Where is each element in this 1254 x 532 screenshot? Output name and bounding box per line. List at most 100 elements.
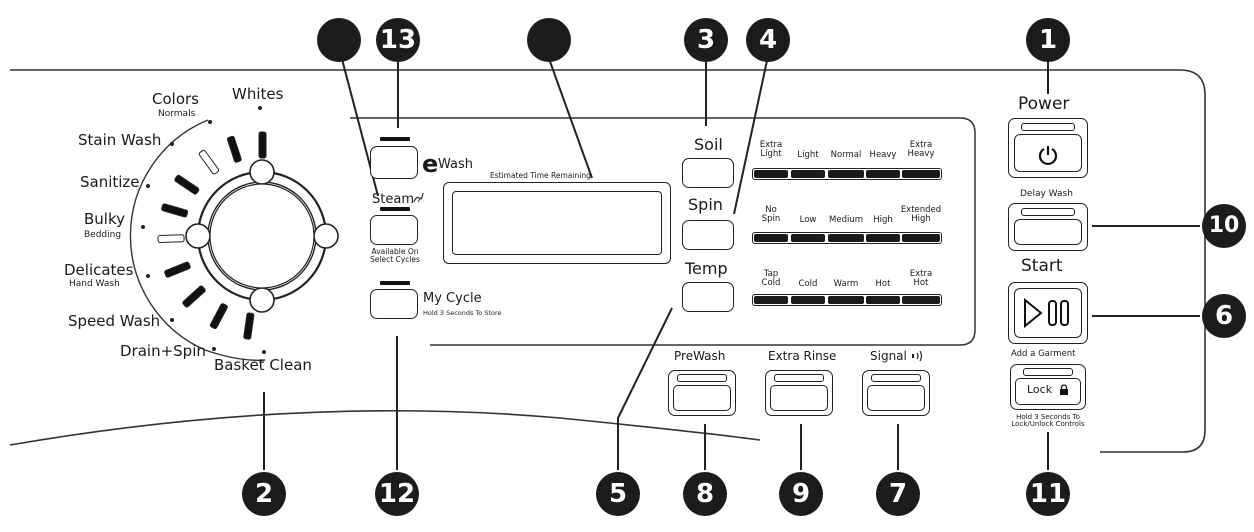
callout-10: 10 (1202, 204, 1246, 248)
temp-level-led (791, 296, 825, 304)
cycle-label-delicates: Delicates (64, 261, 134, 279)
cycle-dot (262, 350, 266, 354)
temp-level-led (902, 296, 940, 304)
temp-button[interactable] (682, 282, 734, 312)
ewash-indicator (380, 137, 410, 141)
prewash-indicator (677, 374, 727, 382)
temp-label: Temp (685, 259, 728, 278)
spin-label: Spin (688, 195, 723, 214)
signal-button[interactable] (862, 370, 930, 416)
cycle-dot (141, 225, 145, 229)
callout-5: 5 (596, 472, 640, 516)
lock-sublabel: Hold 3 Seconds To Lock/Unlock Controls (1011, 413, 1085, 429)
soil-level-bar (752, 168, 942, 180)
extra-rinse-indicator (774, 374, 824, 382)
soil-level-label: Extra Light (759, 140, 783, 159)
spin-level-led (902, 234, 940, 242)
cycle-label-stain-wash: Stain Wash (78, 131, 162, 149)
soil-level-led (754, 170, 788, 178)
callout-11: 11 (1026, 472, 1070, 516)
temp-level-label: Cold (798, 279, 818, 289)
temp-level-led (866, 296, 900, 304)
spin-level-led (754, 234, 788, 242)
soil-label: Soil (694, 135, 723, 154)
temp-level-label: Tap Cold (761, 269, 781, 288)
my-cycle-button[interactable] (370, 289, 418, 319)
add-garment-label: Add a Garment (1011, 349, 1076, 359)
soil-button[interactable] (682, 158, 734, 188)
power-button[interactable] (1008, 118, 1088, 178)
prewash-label: PreWash (674, 349, 726, 363)
extra-rinse-label: Extra Rinse (768, 349, 837, 363)
callout-8: 8 (683, 472, 727, 516)
cycle-label-speed-wash: Speed Wash (68, 312, 161, 330)
sound-icon (912, 350, 923, 362)
callout-2: 2 (242, 472, 286, 516)
spin-level-label: High (873, 215, 893, 225)
delay-wash-indicator (1021, 208, 1075, 216)
ewash-button[interactable] (370, 146, 418, 179)
callout-7: 7 (876, 472, 920, 516)
cycle-dot (146, 184, 150, 188)
cycle-label-colors: Colors (152, 90, 199, 108)
soil-level-label: Heavy (869, 150, 897, 160)
cycle-sublabel-hand-wash: Hand Wash (69, 279, 120, 289)
spin-button[interactable] (682, 220, 734, 250)
display-label: Estimated Time Remaining (490, 171, 591, 180)
cycle-dot (170, 318, 174, 322)
temp-level-label: Extra Hot (909, 269, 933, 288)
steam-icon (413, 192, 424, 203)
power-icon (1038, 146, 1058, 166)
delay-wash-label: Delay Wash (1020, 189, 1073, 199)
cycle-label-bulky: Bulky (84, 210, 125, 228)
cycle-sublabel-normals: Normals (158, 109, 196, 119)
start-pad (1014, 288, 1082, 338)
prewash-button[interactable] (668, 370, 736, 416)
soil-level-led (902, 170, 940, 178)
lock-pad (1015, 378, 1081, 405)
callout-3: 3 (684, 18, 728, 62)
cycle-dot (212, 347, 216, 351)
power-pad (1014, 134, 1082, 172)
cycle-dot (170, 142, 174, 146)
soil-level-label: Normal (830, 150, 862, 160)
soil-level-led (791, 170, 825, 178)
ewash-label: Wash (438, 157, 474, 172)
start-button[interactable] (1008, 282, 1088, 344)
delay-wash-pad (1014, 219, 1082, 245)
temp-level-label: Warm (833, 279, 859, 289)
lock-label: Lock (1027, 383, 1053, 396)
soil-level-led (828, 170, 864, 178)
cycle-dot (208, 120, 212, 124)
spin-level-led (791, 234, 825, 242)
lock-button[interactable]: Lock (1010, 364, 1086, 410)
cycle-label-whites: Whites (232, 85, 284, 103)
cycle-label-sanitize: Sanitize (80, 173, 140, 191)
callout-9: 9 (779, 472, 823, 516)
cycle-label-basket-clean: Basket Clean (214, 356, 312, 374)
extra-rinse-pad (770, 385, 828, 411)
extra-rinse-button[interactable] (765, 370, 833, 416)
steam-button[interactable] (370, 215, 418, 245)
lock-icon (1060, 384, 1068, 395)
delay-wash-button[interactable] (1008, 203, 1088, 251)
spin-level-led (866, 234, 900, 242)
display-frame (443, 182, 671, 264)
cycle-label-drain-spin: Drain+Spin (120, 342, 206, 360)
start-label: Start (1021, 256, 1063, 276)
signal-indicator (871, 374, 921, 382)
cycle-sublabel-bedding: Bedding (84, 230, 122, 240)
spin-level-label: No Spin (761, 205, 781, 224)
soil-level-label: Extra Heavy (907, 140, 935, 159)
callout-4: 4 (746, 18, 790, 62)
soil-level-led (866, 170, 900, 178)
cycle-dial[interactable] (150, 118, 370, 358)
prewash-pad (673, 385, 731, 411)
callout-1: 1 (1026, 18, 1070, 62)
play-pause-icon (1024, 297, 1069, 329)
spin-level-label: Low (799, 215, 817, 225)
power-indicator (1021, 123, 1075, 131)
my-cycle-label: My Cycle (423, 291, 482, 306)
